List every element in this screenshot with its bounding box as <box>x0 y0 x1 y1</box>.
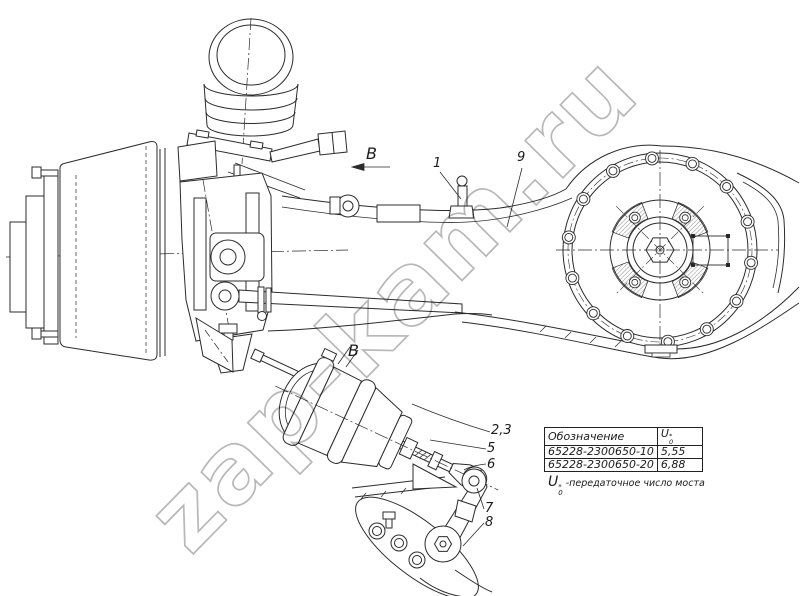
part-label-9: 9 <box>517 150 526 165</box>
gear-ratio-table: Обозначение U*0 65228-2300650-10 5,55 65… <box>544 426 703 473</box>
protective-boot-icon <box>203 17 299 165</box>
table-cell-designation-2: 65228-2300650-20 <box>544 458 658 473</box>
part-label-7: 7 <box>485 501 494 516</box>
table-header-ratio: U*0 <box>656 426 703 447</box>
slack-adjuster-icon <box>355 468 493 596</box>
leader-lines <box>350 162 523 547</box>
note-text: -передаточное число моста <box>565 478 705 489</box>
view-b-label: B <box>366 144 377 163</box>
part-label-8: 8 <box>485 515 494 530</box>
boot-bracket-icon <box>186 129 348 199</box>
differential-cover-icon <box>556 150 786 358</box>
table-cell-ratio-2: 6,88 <box>656 458 703 473</box>
steering-knuckle-icon <box>177 140 273 374</box>
axle-housing-icon <box>267 144 800 332</box>
brake-chamber-icon <box>250 346 499 500</box>
table-cell-designation-1: 65228-2300650-10 <box>544 445 658 460</box>
part-label-5: 5 <box>487 441 496 456</box>
part-label-6: 6 <box>487 457 496 472</box>
table-note: U*0 -передаточное число моста <box>548 474 705 497</box>
view-b-bottom-label: B <box>348 341 359 360</box>
part-label-2-3: 2,3 <box>491 423 512 438</box>
part-label-1: 1 <box>433 156 442 171</box>
table-header-designation: Обозначение <box>544 426 658 447</box>
brake-drum-icon <box>9 141 166 361</box>
table-cell-ratio-1: 5,55 <box>656 445 703 460</box>
